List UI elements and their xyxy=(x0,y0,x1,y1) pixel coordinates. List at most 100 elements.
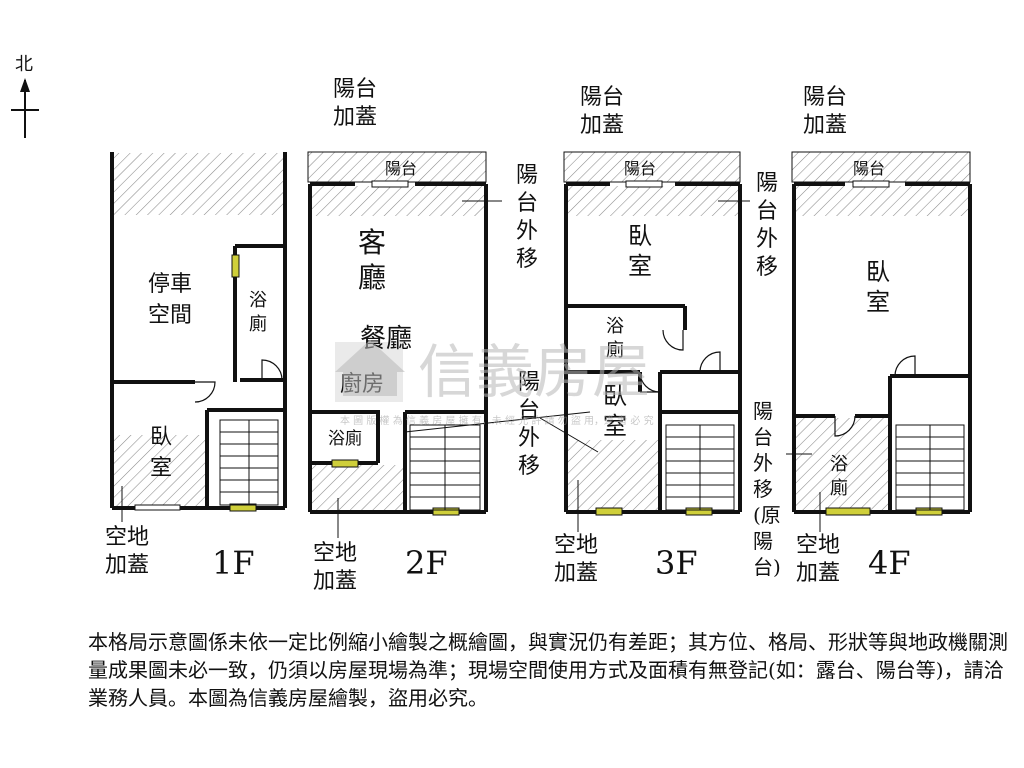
f3-balcony-moved-mid-4: 移 xyxy=(518,454,540,479)
f1-side-window xyxy=(231,254,240,278)
f4-balcony-ext-label-2: 加蓋 xyxy=(803,113,847,138)
f3-floor-label: 3F xyxy=(655,544,698,582)
watermark-notice: 本 圖 版 權 為 信 義 房 屋 擁 有，未 經 允 許 請 勿 盜 用，違 … xyxy=(340,414,654,427)
f3-annex-label-2: 加蓋 xyxy=(554,561,598,586)
f1-garage-hatch xyxy=(112,153,285,215)
f4-balcony-hatch xyxy=(791,151,971,183)
f1-parking-label-2: 空間 xyxy=(148,303,192,328)
f2-balcony-ext-label-2: 加蓋 xyxy=(333,105,377,130)
f1-bedroom-door xyxy=(194,381,216,403)
f1-bedroom-label-2: 室 xyxy=(150,456,172,481)
f1-bedroom-label-1: 臥 xyxy=(150,425,172,450)
f2-walls xyxy=(308,182,488,514)
f3-balcony-moved-mid-2: 台 xyxy=(518,398,540,423)
f3-bedroom1-label-2: 室 xyxy=(628,252,652,280)
floor-2f: 陽台 陽台 加蓋 陽 台 外 移 客 廳 餐廳 廚房 浴廁 空地 加蓋 2F xyxy=(307,77,538,594)
disclaimer-text: 本格局示意圖係未依一定比例縮小繪製之概繪圖，與實況仍有差距；其方位、格局、形狀等… xyxy=(88,630,1008,710)
f2-living-label-2: 廳 xyxy=(358,261,386,294)
f3-annex-label-1: 空地 xyxy=(554,533,598,558)
f3-rear-window-2 xyxy=(685,507,713,516)
f2-front-hatch xyxy=(312,186,484,216)
f1-rear-door xyxy=(134,504,181,511)
f2-balcony-moved-1: 陽 xyxy=(516,163,538,188)
f3-balcony-moved-top-4: 移 xyxy=(756,255,778,280)
floor-1f: 停車 空間 浴 廁 臥 室 空地 加蓋 1F xyxy=(105,152,287,582)
f4-balcony-door xyxy=(852,180,890,188)
f4-balcony-moved-3: 外 xyxy=(753,451,773,475)
f3-bedroom2-label-1: 臥 xyxy=(603,382,627,410)
f3-balcony-moved-mid-1: 陽 xyxy=(518,370,540,395)
f3-rear-window-1 xyxy=(595,507,623,516)
f3-bath-door xyxy=(662,329,684,351)
f2-rear-window xyxy=(432,507,460,516)
north-compass: 北 xyxy=(11,54,39,138)
f2-annex-label-1: 空地 xyxy=(313,541,357,566)
f4-bath-door xyxy=(834,415,856,437)
watermark: 信義房屋 本 圖 版 權 為 信 義 房 屋 擁 有，未 經 允 許 請 勿 盜… xyxy=(335,338,654,427)
f4-annex-label-1: 空地 xyxy=(796,533,840,558)
f2-balcony-label: 陽台 xyxy=(385,159,417,178)
floor-4f: 陽台 陽台 加蓋 臥 室 浴 廁 陽 台 外 移 (原 陽 台) 空地 加蓋 4… xyxy=(753,85,972,586)
f2-balcony-hatch xyxy=(307,151,487,183)
f2-balcony-moved-3: 外 xyxy=(516,219,538,244)
f4-stairs xyxy=(895,424,965,511)
watermark-brand: 信義房屋 xyxy=(418,338,650,406)
f3-balcony-ext-label-2: 加蓋 xyxy=(580,113,624,138)
f4-balcony-moved-4: 移 xyxy=(753,477,773,501)
f2-annex-label-2: 加蓋 xyxy=(313,569,357,594)
f2-floor-label: 2F xyxy=(405,544,448,582)
f1-annex-label-1: 空地 xyxy=(105,525,149,550)
f2-stairs xyxy=(409,424,481,511)
f2-balcony-ext-label-1: 陽台 xyxy=(333,77,377,102)
f1-bath-label-1: 浴 xyxy=(249,290,267,311)
f3-stairs xyxy=(665,424,735,511)
f3-stair-door xyxy=(699,351,721,373)
f3-front-hatch xyxy=(568,186,738,216)
f3-rear-hatch xyxy=(568,440,658,510)
f4-front-hatch xyxy=(796,186,968,216)
f4-bath-label-2: 廁 xyxy=(830,477,848,499)
f2-bath-window xyxy=(331,459,359,468)
f1-bath-label-2: 廁 xyxy=(249,313,267,335)
f3-balcony-moved-mid-3: 外 xyxy=(518,426,540,451)
f4-bath-hatch xyxy=(796,418,888,510)
f2-balcony-door xyxy=(371,180,409,188)
house-logo-icon xyxy=(335,340,405,396)
f3-balcony-door xyxy=(625,180,663,188)
f4-bath-label-1: 浴 xyxy=(830,454,848,475)
f1-annex-label-2: 加蓋 xyxy=(105,553,149,578)
f4-balcony-label: 陽台 xyxy=(853,159,885,178)
f4-bath-window xyxy=(825,507,871,516)
f4-balcony-moved-7: 台) xyxy=(753,555,781,579)
f3-bedroom1-label-1: 臥 xyxy=(628,222,652,250)
f4-annex-label-2: 加蓋 xyxy=(796,561,840,586)
f2-bath-label: 浴廁 xyxy=(328,428,362,449)
f3-balcony-moved-top-2: 台 xyxy=(756,199,778,224)
f2-rear-hatch xyxy=(312,465,404,510)
f4-balcony-moved-1: 陽 xyxy=(753,399,773,423)
f3-balcony-moved-mid-leader-2 xyxy=(539,417,599,453)
f1-parking-label-1: 停車 xyxy=(148,272,192,297)
f3-balcony-label: 陽台 xyxy=(624,159,656,178)
f4-balcony-moved-6: 陽 xyxy=(753,529,773,553)
f1-floor-label: 1F xyxy=(212,544,255,582)
f3-bedroom2-door xyxy=(639,371,661,393)
compass-north-label: 北 xyxy=(15,54,33,75)
f1-bedroom-hatch xyxy=(112,435,205,507)
f3-balcony-moved-mid-leader xyxy=(404,411,591,433)
f1-bath-door xyxy=(261,359,283,381)
f4-rear-window xyxy=(915,507,943,516)
f3-bath-label-1: 浴 xyxy=(606,316,624,337)
f4-bedroom-label-2: 室 xyxy=(866,288,890,316)
f4-balcony-moved-5: (原 xyxy=(753,503,781,527)
floor-3f: 陽台 陽台 加蓋 陽 台 外 移 臥 室 浴 廁 臥 室 陽 台 外 移 空地 … xyxy=(404,85,778,586)
f3-balcony-moved-top-1: 陽 xyxy=(756,171,778,196)
f2-balcony-moved-2: 台 xyxy=(516,191,538,216)
f4-balcony-moved-2: 台 xyxy=(753,425,773,449)
f3-balcony-ext-label-1: 陽台 xyxy=(580,85,624,110)
f4-bedroom-label-1: 臥 xyxy=(866,258,890,286)
f3-bedroom2-label-2: 室 xyxy=(603,412,627,440)
f2-balcony-moved-4: 移 xyxy=(516,247,538,272)
f4-balcony-ext-label-1: 陽台 xyxy=(803,85,847,110)
